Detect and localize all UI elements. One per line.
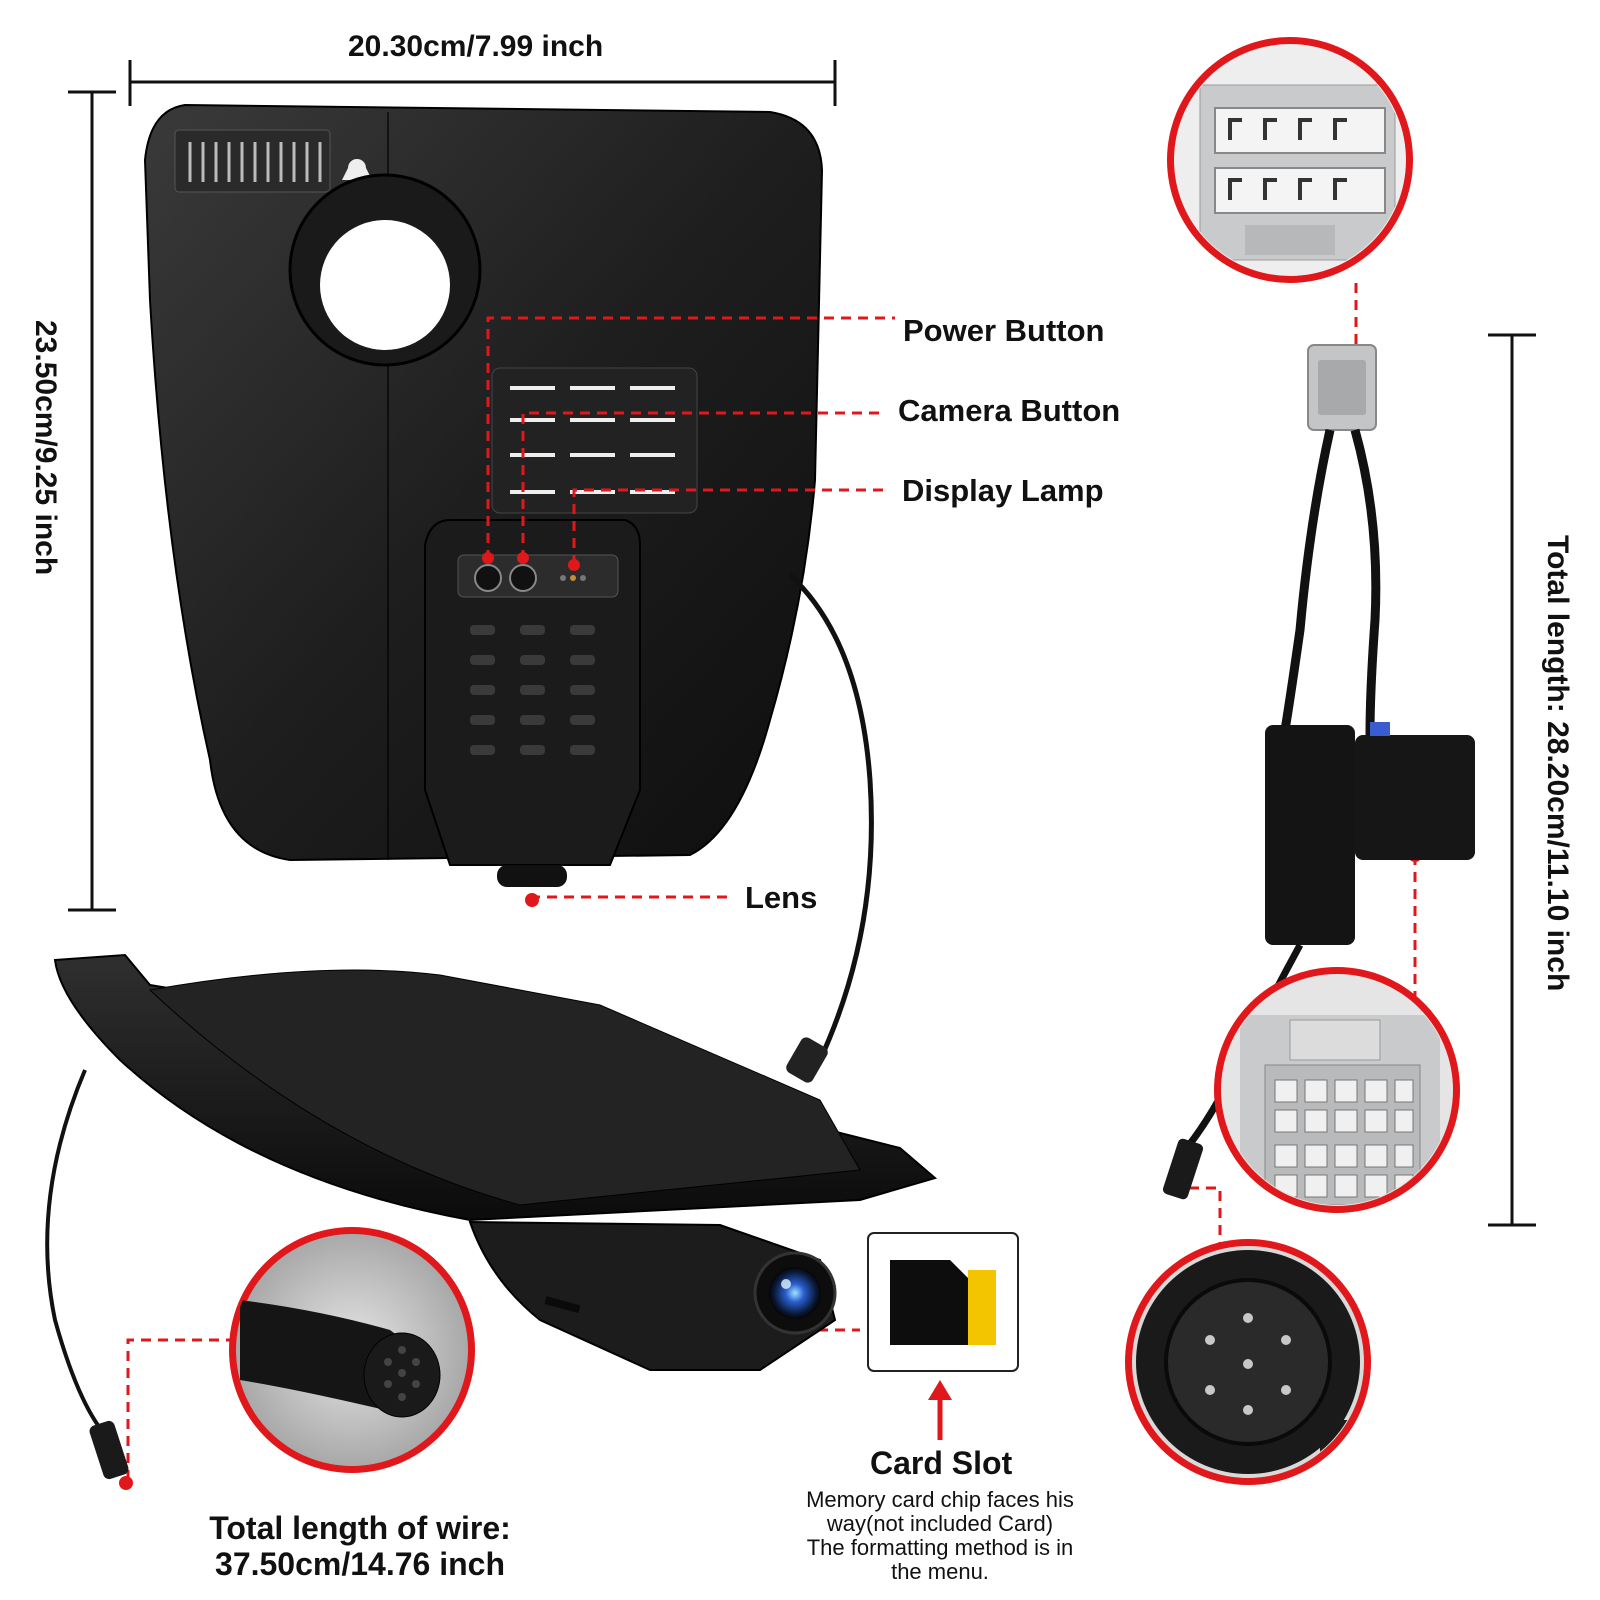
module-vents bbox=[470, 625, 595, 755]
rear-wire-plug bbox=[89, 1420, 129, 1480]
card-slot-note-line: the menu. bbox=[891, 1559, 989, 1584]
power-button-icon[interactable] bbox=[474, 564, 502, 592]
card-slot-note-line: way(not included Card) bbox=[826, 1511, 1054, 1536]
round-plug-zoom bbox=[1125, 1239, 1371, 1485]
card-slot-note-line: Memory card chip faces his bbox=[806, 1487, 1074, 1512]
dashcam-top-view bbox=[143, 103, 824, 887]
rear-wire bbox=[45, 1069, 112, 1442]
camera-button-label: Camera Button bbox=[898, 393, 1121, 428]
cable-plug-top bbox=[786, 1037, 828, 1083]
dashcam-cable bbox=[788, 573, 874, 1062]
display-lamp-label: Display Lamp bbox=[902, 473, 1104, 508]
sd-card-icon bbox=[867, 1232, 1019, 1372]
wiring-harness bbox=[1162, 344, 1475, 1200]
connector-top-zoom bbox=[1167, 37, 1413, 283]
lens-label: Lens bbox=[745, 880, 818, 915]
harness-dimension bbox=[1488, 333, 1536, 1227]
dashcam-side-view bbox=[53, 953, 938, 1371]
wire-plug-zoom bbox=[229, 1227, 475, 1473]
card-slot-note: Memory card chip faces his way(not inclu… bbox=[760, 1488, 1120, 1584]
panel-slots bbox=[510, 386, 675, 494]
arrow-up-icon bbox=[928, 1380, 952, 1440]
wire-length-value: 37.50cm/14.76 inch bbox=[215, 1546, 505, 1582]
card-slot-note-line: The formatting method is in bbox=[806, 1535, 1074, 1560]
camera-button-icon[interactable] bbox=[509, 564, 537, 592]
harness-length-label: Total length: 28.20cm/11.10 inch bbox=[1541, 535, 1574, 992]
height-dimension bbox=[68, 90, 116, 912]
width-dimension bbox=[128, 60, 837, 106]
lens-icon bbox=[769, 1267, 821, 1319]
power-button-label: Power Button bbox=[903, 313, 1105, 348]
vent-slots bbox=[188, 142, 322, 182]
wire-length-caption: Total length of wire: 37.50cm/14.76 inch bbox=[150, 1510, 570, 1582]
width-label: 20.30cm/7.99 inch bbox=[348, 30, 604, 63]
height-label: 23.50cm/9.25 inch bbox=[29, 320, 62, 576]
connector-mid-zoom bbox=[1214, 967, 1460, 1213]
wire-length-line: Total length of wire: bbox=[209, 1510, 511, 1546]
card-slot-title: Card Slot bbox=[870, 1445, 1013, 1481]
